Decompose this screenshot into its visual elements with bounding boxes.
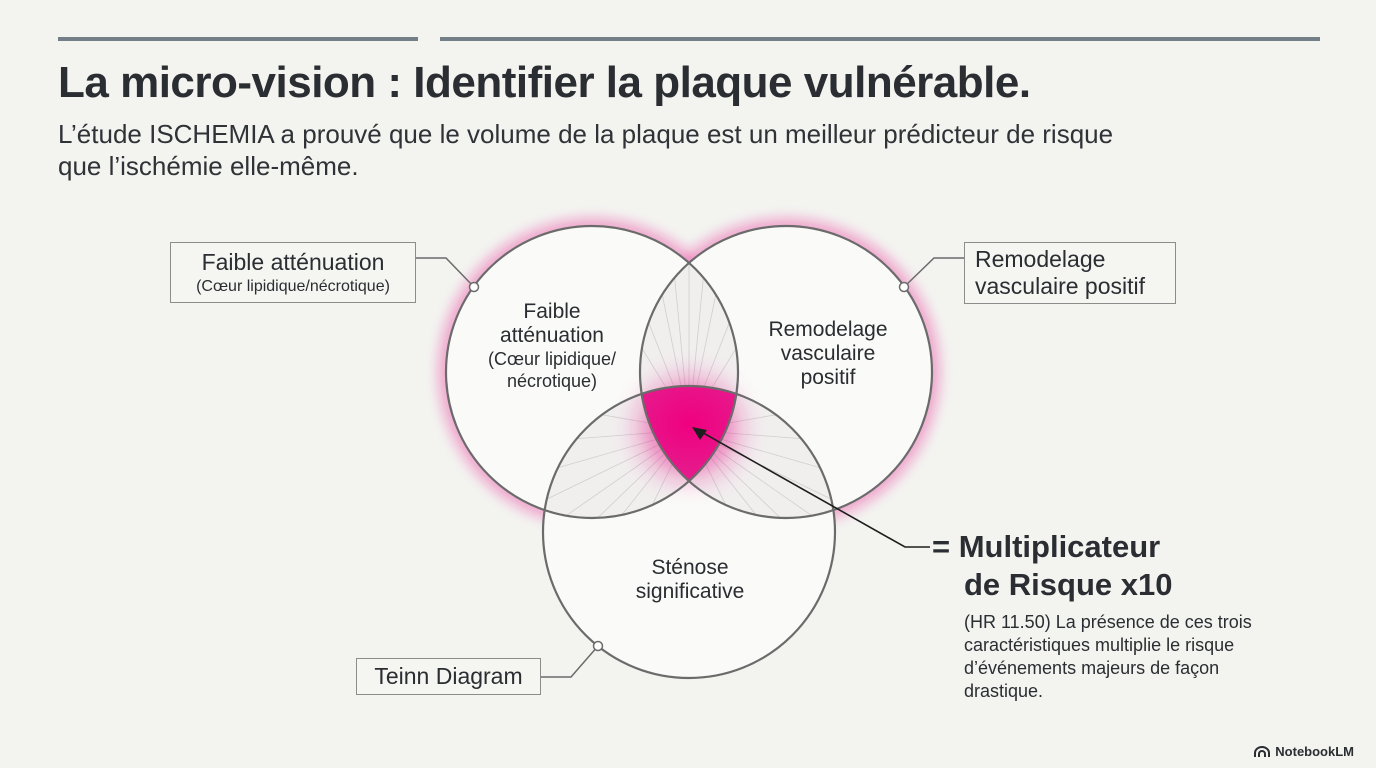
brand-name: NotebookLM: [1275, 744, 1354, 759]
header-rule-left: [58, 37, 418, 41]
callout-box-low-attenuation: Faible atténuation (Cœur lipidique/nécro…: [170, 242, 416, 303]
page-subtitle: L’étude ISCHEMIA a prouvé que le volume …: [58, 119, 1114, 181]
circle-label-low-attenuation: Faible atténuation (Cœur lipidique/ nécr…: [487, 300, 617, 391]
callout-box-positive-remodeling: Remodelage vasculaire positif: [964, 242, 1176, 304]
result-description: (HR 11.50) La présence de ces trois cara…: [964, 612, 1252, 701]
circle-label-positive-remodeling: Remodelage vasculaire positif: [768, 318, 888, 389]
circle-label-significant-stenosis: Sténose significative: [635, 556, 745, 603]
callout-box-diagram-name: Teinn Diagram: [356, 658, 541, 695]
callout-leaders: [416, 257, 964, 678]
callout-anchor-dots: [468, 281, 910, 652]
notebooklm-logo-icon: [1254, 745, 1271, 757]
circle-outlines: [444, 224, 934, 680]
brand-watermark: NotebookLM: [1254, 744, 1354, 759]
header-rule-right: [440, 37, 1320, 41]
page-title: La micro-vision : Identifier la plaque v…: [58, 58, 1031, 107]
result-title: = Multiplicateur de Risque x10: [932, 529, 1173, 602]
result-arrow: [692, 427, 930, 548]
